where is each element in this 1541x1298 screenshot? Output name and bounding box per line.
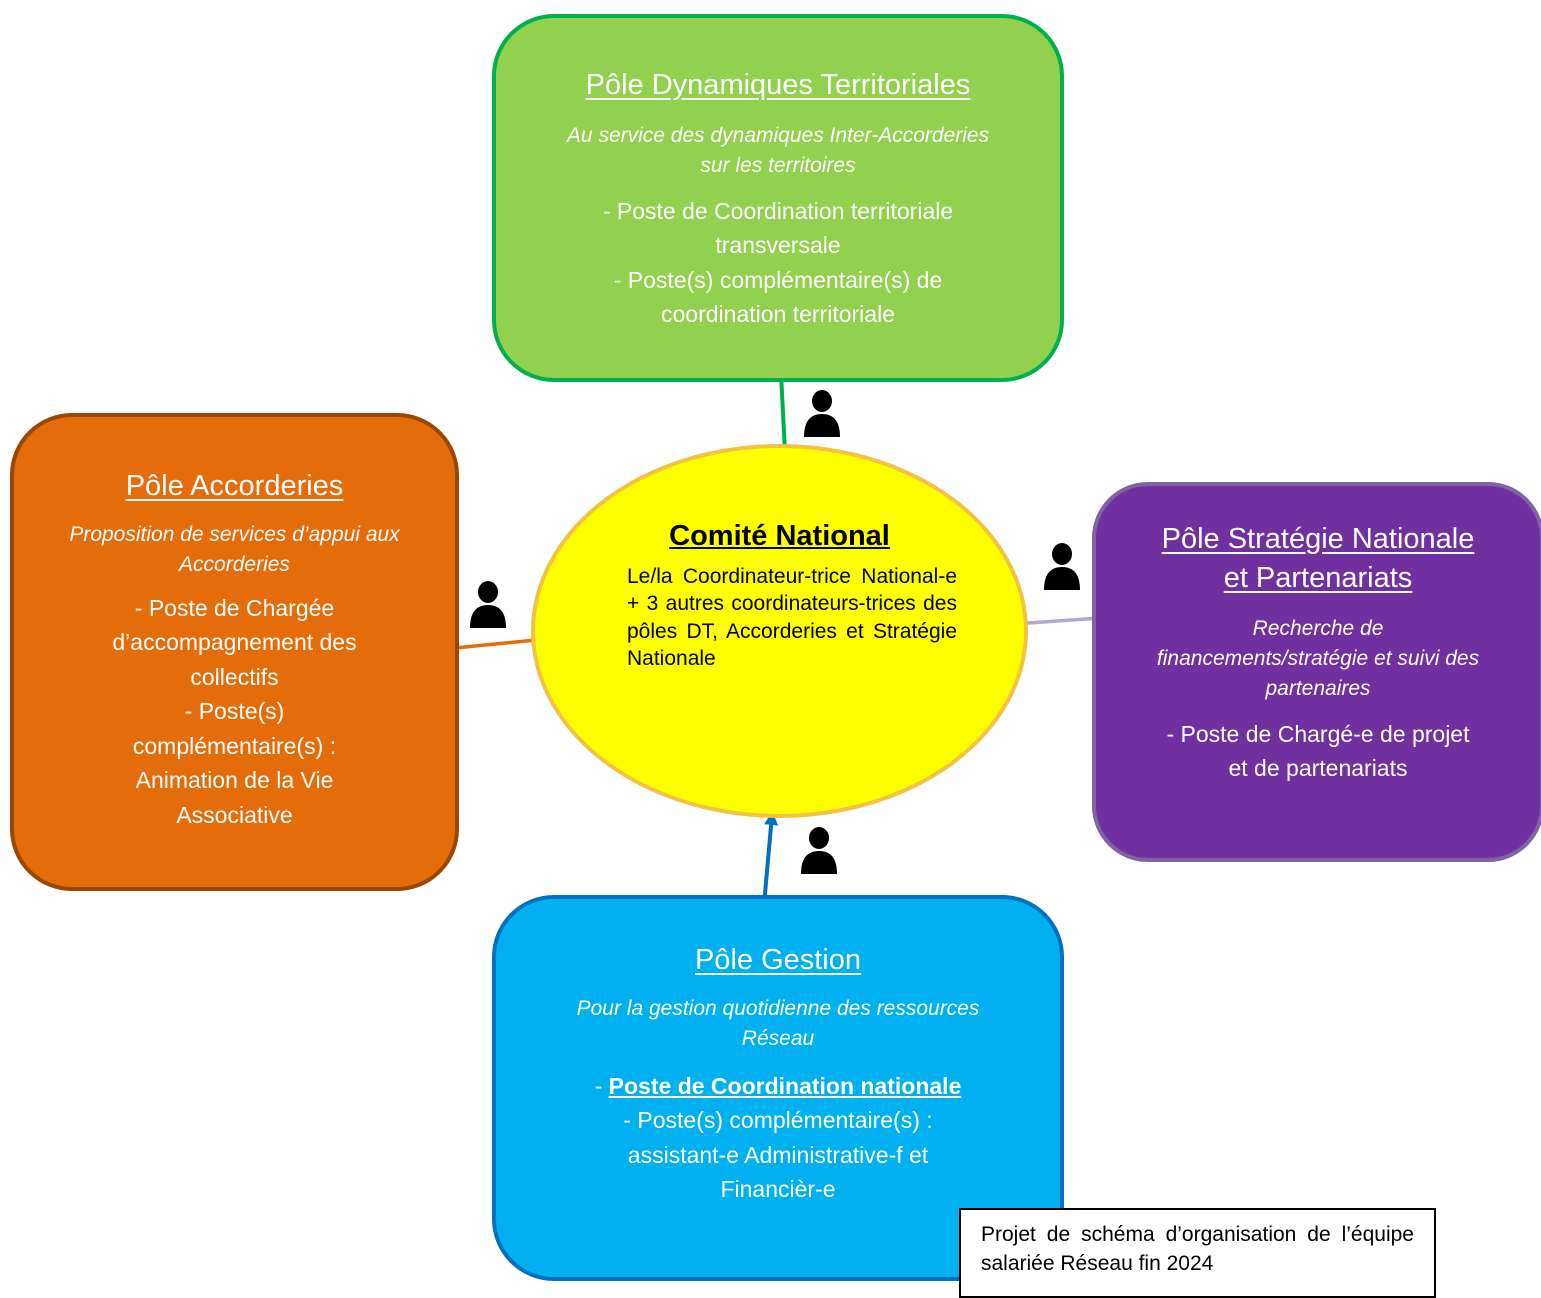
person-icon [1044,543,1080,590]
pole-accorderies-subtitle: Proposition de services d’appui aux Acco… [69,522,400,577]
post-line: - Poste(s) [184,698,285,725]
person-icon [804,390,840,437]
post-line: - Poste(s) complémentaire(s) de [613,266,943,293]
pole-gestion-subtitle: Pour la gestion quotidienne des ressourc… [576,996,980,1051]
post-line: et de partenariats [1228,755,1408,782]
comite-national-ellipse: Comité National Le/la Coordinateur-trice… [531,444,1028,818]
post-coordination-nationale: Poste de Coordination nationale [608,1072,962,1099]
post-line-bold: - Poste de Coordination nationale [496,1069,1060,1104]
pole-accorderies-posts: - Poste de Chargée d’accompagnement des … [14,591,455,833]
caption-note: Projet de schéma d’organisation de l’équ… [959,1208,1436,1298]
pole-dynamiques-posts: - Poste de Coordination territoriale tra… [496,194,1060,332]
pole-dynamiques-territoriales-box: Pôle Dynamiques Territoriales Au service… [492,14,1064,382]
post-line: - Poste de Coordination territoriale [602,197,954,224]
post-line: complémentaire(s) : [132,732,337,759]
post-line: assistant-e Administrative-f et [627,1141,929,1168]
post-line: coordination territoriale [661,301,895,328]
pole-strategie-posts: - Poste de Chargé-e de projet et de part… [1096,717,1540,786]
post-line: Animation de la Vie [135,767,334,794]
pole-strategie-subtitle: Recherche de financements/stratégie et s… [1156,616,1480,701]
post-line: transversale [715,232,841,259]
comite-national-title: Comité National [669,520,890,552]
post-line: - Poste(s) complémentaire(s) : [623,1107,933,1134]
post-line: Financièr-e [720,1176,836,1203]
person-icon [470,581,506,628]
post-line: d’accompagnement des [112,629,357,656]
comite-national-text: Le/la Coordinateur-trice National-e + 3 … [627,565,957,670]
pole-gestion-posts: - Poste de Coordination nationale - Post… [496,1069,1060,1207]
person-icon [801,827,837,874]
post-line: Associative [176,801,293,828]
post-line: collectifs [190,663,279,690]
pole-dynamiques-subtitle: Au service des dynamiques Inter-Accorder… [566,123,990,178]
post-line: - Poste de Chargé-e de projet [1166,720,1470,747]
pole-gestion-box: Pôle Gestion Pour la gestion quotidienne… [492,895,1064,1281]
pole-accorderies-box: Pôle Accorderies Proposition de services… [10,413,459,891]
pole-strategie-box: Pôle Stratégie Nationale et Partenariats… [1092,482,1541,862]
pole-accorderies-title: Pôle Accorderies [125,470,344,502]
post-line: - Poste de Chargée [134,594,335,621]
pole-gestion-title: Pôle Gestion [694,944,862,976]
pole-strategie-title-line2: et Partenariats [1223,561,1413,594]
pole-strategie-title-line1: Pôle Stratégie Nationale [1161,523,1475,555]
pole-dynamiques-title: Pôle Dynamiques Territoriales [585,69,971,101]
bullet: - [594,1072,609,1099]
arrow-gestion-to-committee [762,811,779,906]
